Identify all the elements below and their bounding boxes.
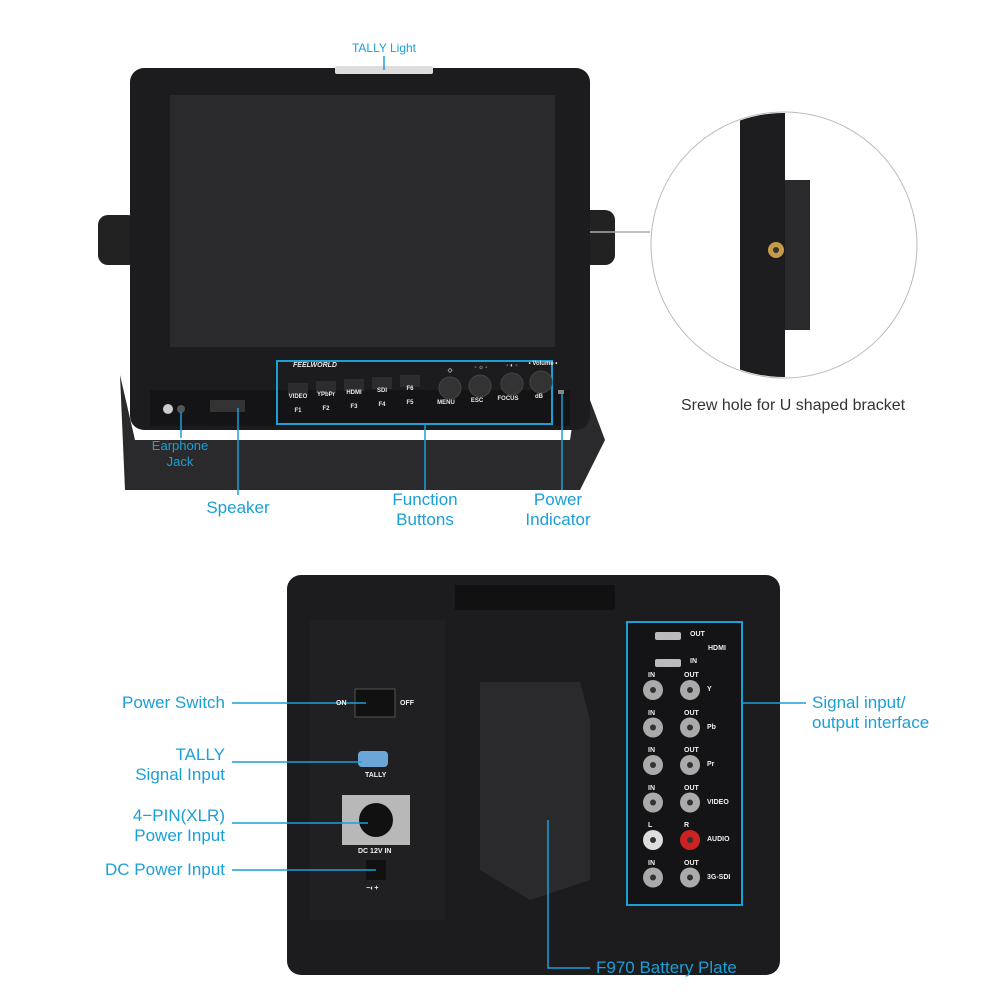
port-right-label: OUT <box>684 672 699 679</box>
port-left-label: IN <box>648 747 655 754</box>
switch-off-label: OFF <box>400 700 414 707</box>
db9-port <box>358 751 388 767</box>
xlr-power-label: 4−PIN(XLR) Power Input <box>132 806 225 845</box>
function-buttons-label: Function Buttons <box>392 490 458 529</box>
port-left-label: IN <box>648 859 655 867</box>
knob-label: MENU <box>437 400 455 406</box>
back-monitor <box>287 575 780 975</box>
hdmi-in-label: IN <box>690 658 697 665</box>
power-switch-label: Power Switch <box>122 693 225 712</box>
button-top-label: SDI <box>376 388 388 394</box>
button-bottom-label: F4 <box>378 402 386 408</box>
brand-logo: FEELWORLD <box>293 362 337 369</box>
front-monitor <box>98 66 615 490</box>
port-name-label: AUDIO <box>707 836 730 843</box>
inset-caption: Srew hole for U shaped bracket <box>681 397 906 414</box>
port-left-label: IN <box>648 672 655 679</box>
hdmi-label: HDMI <box>708 645 726 652</box>
button-bottom-label: F3 <box>350 404 358 410</box>
battery-plate-label: F970 Battery Plate <box>596 958 737 977</box>
left-knob <box>98 215 138 265</box>
hdmi-out-label: OUT <box>690 631 705 638</box>
port-name-label: 3G-SDI <box>707 873 731 881</box>
tally-light-label: TALLY Light <box>351 41 417 55</box>
button-top-label: YPbPr <box>316 392 336 398</box>
knob-label: dB <box>535 394 543 400</box>
power-indicator-label: Power Indicator <box>525 490 591 529</box>
port-left-label: L <box>648 822 653 829</box>
earphone-jack <box>177 405 185 413</box>
knob-top-label: ◦ ☼ ◦ <box>474 365 488 371</box>
screen <box>170 95 555 347</box>
port-right-label: OUT <box>684 747 699 754</box>
knob-top-label: ◇ <box>447 368 453 374</box>
port-name-label: Pr <box>707 761 715 768</box>
callout-lines <box>180 56 806 969</box>
dc-polarity: −◐+ <box>366 885 379 892</box>
button-bottom-label: F2 <box>322 406 330 412</box>
headphone-icon <box>163 404 173 414</box>
port-left-label: IN <box>648 784 655 792</box>
port-left-label: IN <box>648 709 655 717</box>
port-right-label: OUT <box>684 784 699 792</box>
button-bottom-label: F5 <box>406 400 414 406</box>
port-name-label: VIDEO <box>707 798 729 806</box>
buttons <box>288 375 420 395</box>
switch-on-label: ON <box>336 700 347 707</box>
knob-label: ESC <box>470 398 484 404</box>
port-name-label: Y <box>707 686 712 693</box>
tally-signal-label: TALLY Signal Input <box>135 745 225 784</box>
port-name-label: Pb <box>707 723 716 731</box>
earphone-jack-label: Earphone Jack <box>151 438 209 469</box>
button-top-label: VIDEO <box>288 394 308 400</box>
signal-io-label: Signal input/ output interface <box>812 693 930 732</box>
inset-circle <box>650 111 918 379</box>
power-led <box>558 390 564 394</box>
port-right-label: OUT <box>684 709 699 717</box>
knob-top-label: • Volume • <box>528 361 558 367</box>
u-bracket <box>120 375 605 490</box>
battery-plate <box>480 682 590 900</box>
function-buttons-box <box>276 360 553 425</box>
tally-port-label: TALLY <box>365 772 387 779</box>
knob-top-label: ◦ ◐ ◦ <box>506 363 518 369</box>
button-top-label: F6 <box>406 386 414 392</box>
dc-label: DC 12V IN <box>358 848 392 855</box>
dc-power-label: DC Power Input <box>105 860 225 879</box>
button-bottom-label: F1 <box>294 408 302 414</box>
button-top-label: HDMI <box>346 390 362 396</box>
signal-io-box <box>626 621 743 906</box>
port-right-label: R <box>684 822 690 829</box>
knobs <box>438 370 553 400</box>
port-right-label: OUT <box>684 859 699 867</box>
speaker-label: Speaker <box>206 498 270 517</box>
knob-label: FOCUS <box>497 396 519 402</box>
